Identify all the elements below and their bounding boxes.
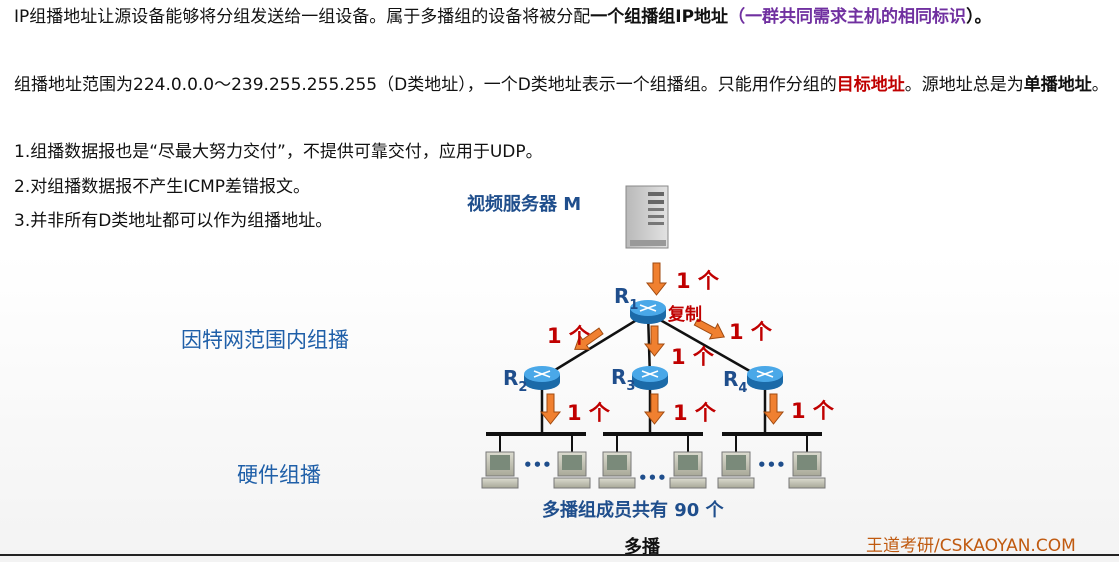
router-r2-icon: [523, 365, 561, 391]
list-item: 1.组播数据报也是“尽最大努力交付”，不提供可靠交付，应用于UDP。: [14, 142, 543, 162]
server-icon: [625, 185, 669, 249]
router-r3-label: R3: [611, 365, 635, 394]
source-text: 。源地址总是为: [904, 75, 1024, 95]
list-item: 3.并非所有D类地址都可以作为组播地址。: [14, 211, 333, 231]
unicast-address-text: 单播地址: [1023, 75, 1092, 95]
count-label: 1 个: [673, 401, 717, 425]
router-r4-label: R4: [723, 367, 747, 396]
hardware-multicast-label: 硬件组播: [237, 463, 321, 487]
caption-label: 多播: [624, 536, 661, 558]
router-r1-label: R1: [614, 284, 638, 313]
count-label: 1 个: [671, 345, 715, 369]
range-paragraph: 组播地址范围为224.0.0.0～239.255.255.255（D类地址），一…: [14, 74, 1110, 96]
server-label: 视频服务器 M: [467, 193, 581, 215]
intro-paragraph: IP组播地址让源设备能够将分组发送给一组设备。属于多播组的设备将被分配一个组播组…: [14, 6, 1110, 28]
count-label: 1 个: [547, 324, 591, 348]
ellipsis-label: •••: [523, 456, 552, 474]
router-r2-label: R2: [503, 366, 527, 395]
watermark: 王道考研/CSKAOYAN.COM: [866, 536, 1076, 556]
router-r3-icon: [631, 365, 669, 391]
intro-text: IP组播地址让源设备能够将分组发送给一组设备。属于多播组的设备将被分配: [14, 7, 591, 27]
count-label: 1 个: [567, 401, 611, 425]
destination-address-text: 目标地址: [836, 75, 905, 95]
arrow-icons: [539, 262, 785, 425]
list-item: 2.对组播数据报不产生ICMP差错报文。: [14, 177, 311, 197]
count-label: 1 个: [791, 399, 835, 423]
count-label: 1 个: [729, 320, 773, 344]
period-text: 。: [1091, 75, 1109, 95]
ellipsis-label: •••: [638, 469, 667, 487]
copy-label: 复制: [667, 304, 702, 325]
lan-segments: [486, 432, 822, 452]
internet-multicast-label: 因特网范围内组播: [181, 328, 349, 352]
count-label: 1 个: [676, 269, 720, 293]
members-label: 多播组成员共有 90 个: [542, 499, 725, 521]
open-paren: （: [728, 7, 746, 27]
range-text: 组播地址范围为224.0.0.0～239.255.255.255（D类地址），一…: [14, 75, 837, 95]
group-ip-text: 一个组播组IP地址: [590, 7, 729, 27]
close-paren: ）。: [966, 7, 992, 27]
identifier-text: 一群共同需求主机的相同标识: [745, 7, 967, 27]
footer-divider: [0, 554, 1119, 556]
ellipsis-label: •••: [757, 456, 786, 474]
router-r4-icon: [746, 365, 784, 391]
